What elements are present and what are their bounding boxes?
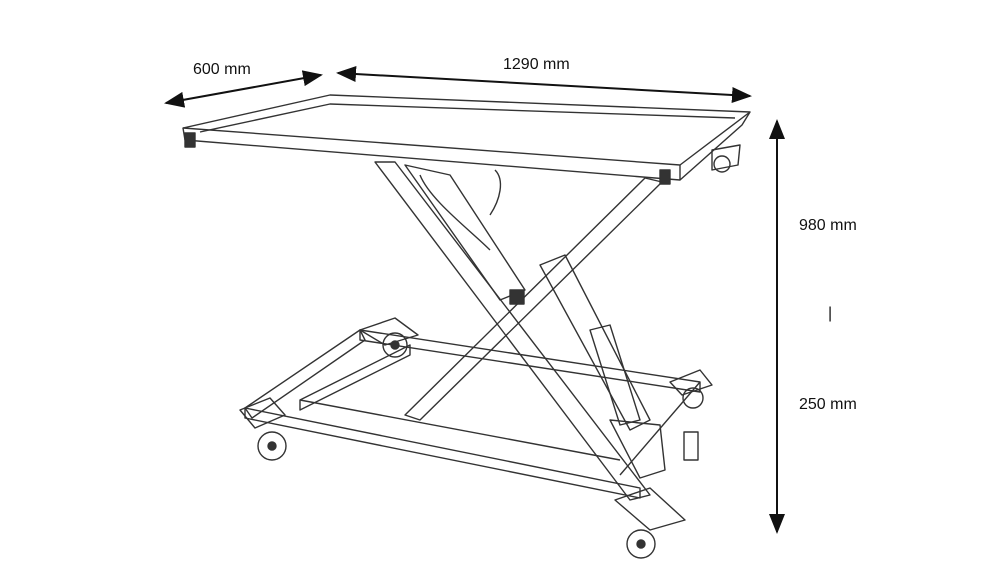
caster-wheels	[239, 317, 713, 559]
depth-arrow	[164, 70, 323, 108]
length-label: 1290 mm	[503, 56, 570, 73]
height-range-separator: |	[828, 305, 833, 322]
min-height-label: 250 mm	[799, 396, 857, 413]
tabletop	[182, 94, 751, 185]
scissor-mechanism	[374, 161, 699, 501]
depth-label: 600 mm	[193, 61, 251, 78]
length-arrow	[336, 66, 752, 103]
max-height-label: 980 mm	[799, 217, 857, 234]
base-frame	[244, 329, 701, 499]
